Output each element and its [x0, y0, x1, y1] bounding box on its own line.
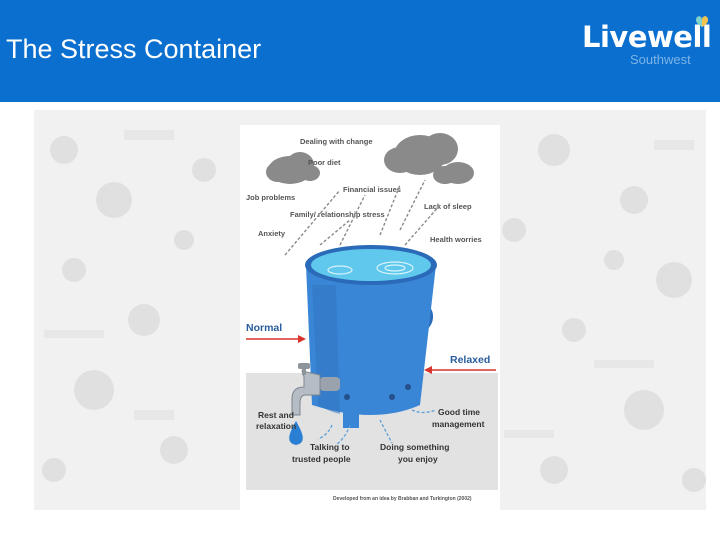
stress-container-graphic: Dealing with change Poor diet Financial … [246, 133, 498, 502]
coping-rest-line2: relaxation [256, 421, 296, 431]
water-drop-icon [289, 421, 303, 445]
stressor-label: Lack of sleep [424, 202, 472, 211]
logo-wordmark: Livewell [582, 20, 712, 54]
right-cloud-icon [384, 133, 474, 184]
diagram-credit: Developed from an idea by Brabban and Tu… [333, 496, 472, 502]
normal-level-label: Normal [246, 322, 282, 334]
coping-doing-line1: Doing something [380, 442, 449, 452]
livewell-logo: Livewell Southwest [582, 12, 712, 72]
bucket-drain-block [343, 410, 359, 428]
slide-title: The Stress Container [6, 34, 262, 64]
normal-arrow [246, 335, 306, 343]
coping-talking-line2: trusted people [292, 454, 351, 464]
stressor-label: Poor diet [308, 158, 341, 167]
water-surface [311, 249, 431, 281]
logo-subtitle: Southwest [630, 52, 691, 67]
header-bar: The Stress Container Livewell Southwest [0, 0, 720, 102]
rain-lines [284, 179, 441, 256]
relaxed-arrow [424, 366, 496, 374]
stressor-label: Health worries [430, 235, 482, 244]
coping-doing-line2: you enjoy [398, 454, 438, 464]
stressor-label: Anxiety [258, 229, 286, 238]
stress-container-diagram: Dealing with change Poor diet Financial … [240, 125, 500, 510]
heart-leaf-icon [696, 16, 708, 27]
stressor-label: Dealing with change [300, 137, 373, 146]
relaxed-level-label: Relaxed [450, 354, 490, 366]
tap-icon [291, 363, 340, 416]
coping-time-line2: management [432, 419, 485, 429]
coping-talking-line1: Talking to [310, 442, 350, 452]
stressor-label: Family/ relationship stress [290, 210, 385, 219]
stressor-label: Financial issues [343, 185, 401, 194]
left-cloud-icon [266, 152, 320, 184]
coping-rest-line1: Rest and [258, 410, 294, 420]
stressor-label: Job problems [246, 193, 295, 202]
coping-time-line1: Good time [438, 407, 480, 417]
